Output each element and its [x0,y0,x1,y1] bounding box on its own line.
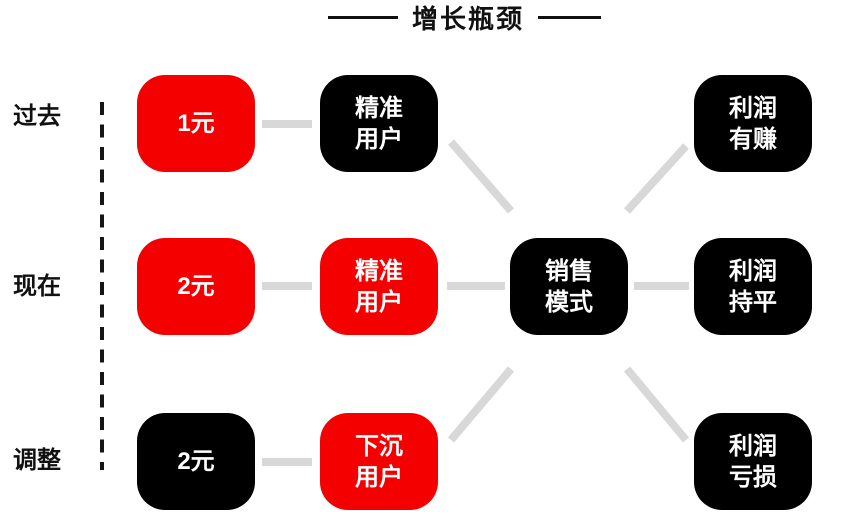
row-label-now: 现在 [13,273,61,300]
now-profit-box: 利润 持平 [694,238,812,335]
connector-center-adjust-profit [623,366,690,443]
row-label-adjust: 调整 [13,447,61,474]
diagram-title-bar: 增长瓶颈 [328,0,602,34]
now-cost-box: 2元 [137,238,255,335]
connector-past-user-center [447,139,515,214]
past-profit-box: 利润 有赚 [694,75,812,172]
title-rule-left [328,15,398,19]
past-cost-box: 1元 [137,75,255,172]
past-user-box: 精准 用户 [320,75,438,172]
row-label-past: 过去 [13,103,61,130]
diagram-title: 增长瓶颈 [412,3,525,34]
title-rule-right [538,15,602,19]
now-user-box: 精准 用户 [320,238,438,335]
sales-mode-center-box: 销售 模式 [510,238,628,335]
connector-center-past-profit [624,143,689,214]
adjust-cost-box: 2元 [137,413,255,510]
adjust-user-box: 下沉 用户 [320,413,438,510]
adjust-profit-box: 利润 亏损 [694,413,812,510]
connector-adjust-user-center [447,366,515,443]
